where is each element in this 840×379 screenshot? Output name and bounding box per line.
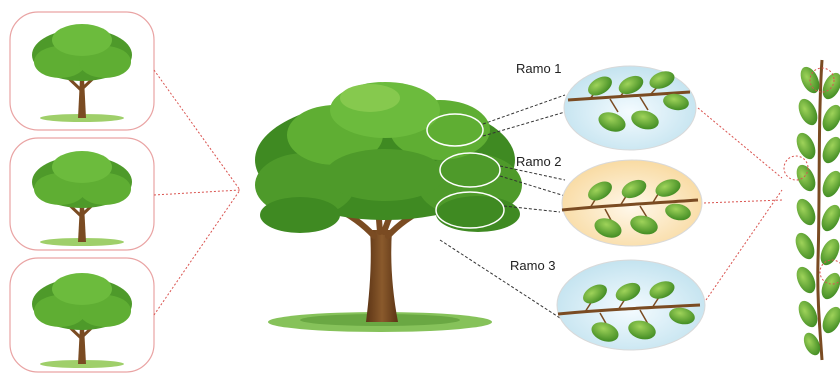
tree-card-3 (10, 258, 154, 372)
branch-ellipse-2 (562, 160, 702, 246)
branch-label-3: Ramo 3 (510, 258, 556, 273)
branch-ellipse-3 (557, 260, 705, 350)
leaf-branch (784, 60, 840, 360)
tree-card-2 (10, 138, 154, 250)
left-connector-lines (154, 70, 240, 315)
branch-label-1: Ramo 1 (516, 61, 562, 76)
branch-label-2: Ramo 2 (516, 154, 562, 169)
central-tree (255, 82, 522, 332)
right-connector-lines (698, 108, 782, 300)
branch-ellipse-1 (564, 66, 696, 150)
tree-card-1 (10, 12, 154, 130)
